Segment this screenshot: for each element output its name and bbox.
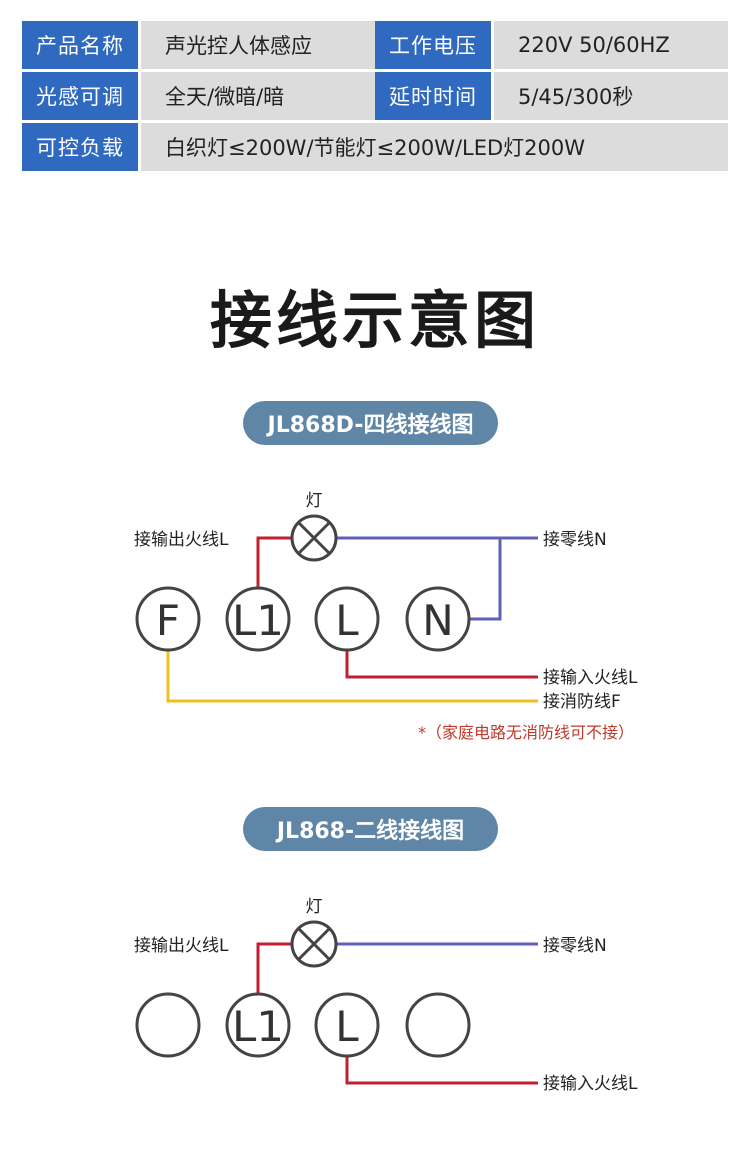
- terminal-l: [314, 992, 380, 1058]
- lamp-icon: [290, 514, 338, 562]
- spec-value: 声光控人体感应: [141, 21, 391, 69]
- spec-value: 白织灯≤200W/节能灯≤200W/LED灯200W: [141, 123, 728, 171]
- lamp-label: 灯: [306, 491, 323, 511]
- output-live-label: 接输出火线L: [134, 530, 229, 550]
- four-wire-diagram: 灯 F L1 L N 接输出火线L 接零线N 接输入火线L 接消防线F *（家庭…: [134, 491, 638, 742]
- terminal-l-label: L: [335, 1002, 359, 1051]
- spec-label: 可控负载: [22, 123, 138, 171]
- neutral-label: 接零线N: [543, 936, 607, 956]
- input-live-wire: [345, 1056, 538, 1085]
- fire-wire: [166, 650, 538, 703]
- terminal-l1-label: L1: [232, 1002, 284, 1051]
- terminal-l1: [225, 992, 291, 1058]
- terminal-f: [135, 586, 201, 652]
- fire-label: 接消防线F: [543, 692, 621, 712]
- output-live-wire: [256, 536, 292, 588]
- spec-label: 光感可调: [22, 72, 138, 120]
- terminal-empty-left: [135, 992, 201, 1058]
- terminal-l1-label: L1: [232, 596, 284, 645]
- input-live-wire: [345, 650, 538, 679]
- diagram2-title: JL868-二线接线图: [243, 807, 498, 851]
- spec-label: 工作电压: [375, 21, 491, 69]
- neutral-label: 接零线N: [543, 530, 607, 550]
- spec-value: 220V 50/60HZ: [494, 21, 728, 69]
- lamp-label: 灯: [306, 897, 323, 917]
- note-text: *（家庭电路无消防线可不接）: [418, 723, 634, 742]
- two-wire-diagram: 灯 L1 L 接输出火线L 接零线N 接输入火线L: [134, 897, 638, 1094]
- terminal-n-label: N: [422, 596, 453, 645]
- terminal-l: [314, 586, 380, 652]
- input-live-label: 接输入火线L: [543, 668, 638, 688]
- input-live-label: 接输入火线L: [543, 1074, 638, 1094]
- neutral-terminal-wire: [470, 538, 502, 621]
- spec-value: 全天/微暗/暗: [141, 72, 391, 120]
- terminal-empty-right: [405, 992, 471, 1058]
- output-live-wire: [256, 942, 292, 994]
- lamp-icon: [290, 920, 338, 968]
- diagram1-title: JL868D-四线接线图: [243, 401, 498, 445]
- terminal-n: [405, 586, 471, 652]
- spec-value: 5/45/300秒: [494, 72, 728, 120]
- page-title: 接线示意图: [209, 284, 540, 357]
- terminal-l1: [225, 586, 291, 652]
- terminal-f-label: F: [156, 596, 180, 645]
- output-live-label: 接输出火线L: [134, 936, 229, 956]
- terminal-l-label: L: [335, 596, 359, 645]
- spec-label: 延时时间: [375, 72, 491, 120]
- spec-label: 产品名称: [22, 21, 138, 69]
